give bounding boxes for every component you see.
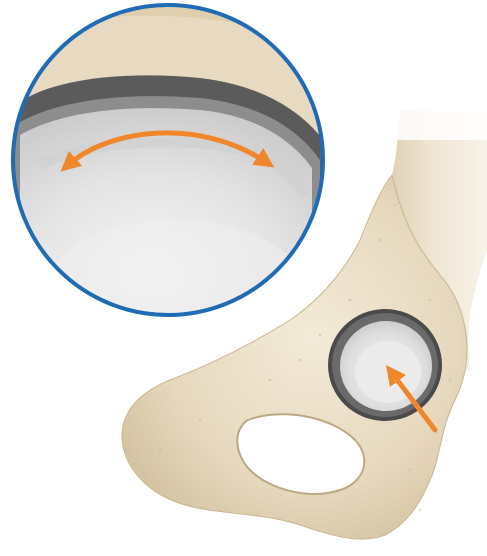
shaft-fade bbox=[390, 100, 487, 140]
zoom-callout bbox=[0, 0, 340, 360]
acetabular-implant bbox=[328, 309, 442, 421]
